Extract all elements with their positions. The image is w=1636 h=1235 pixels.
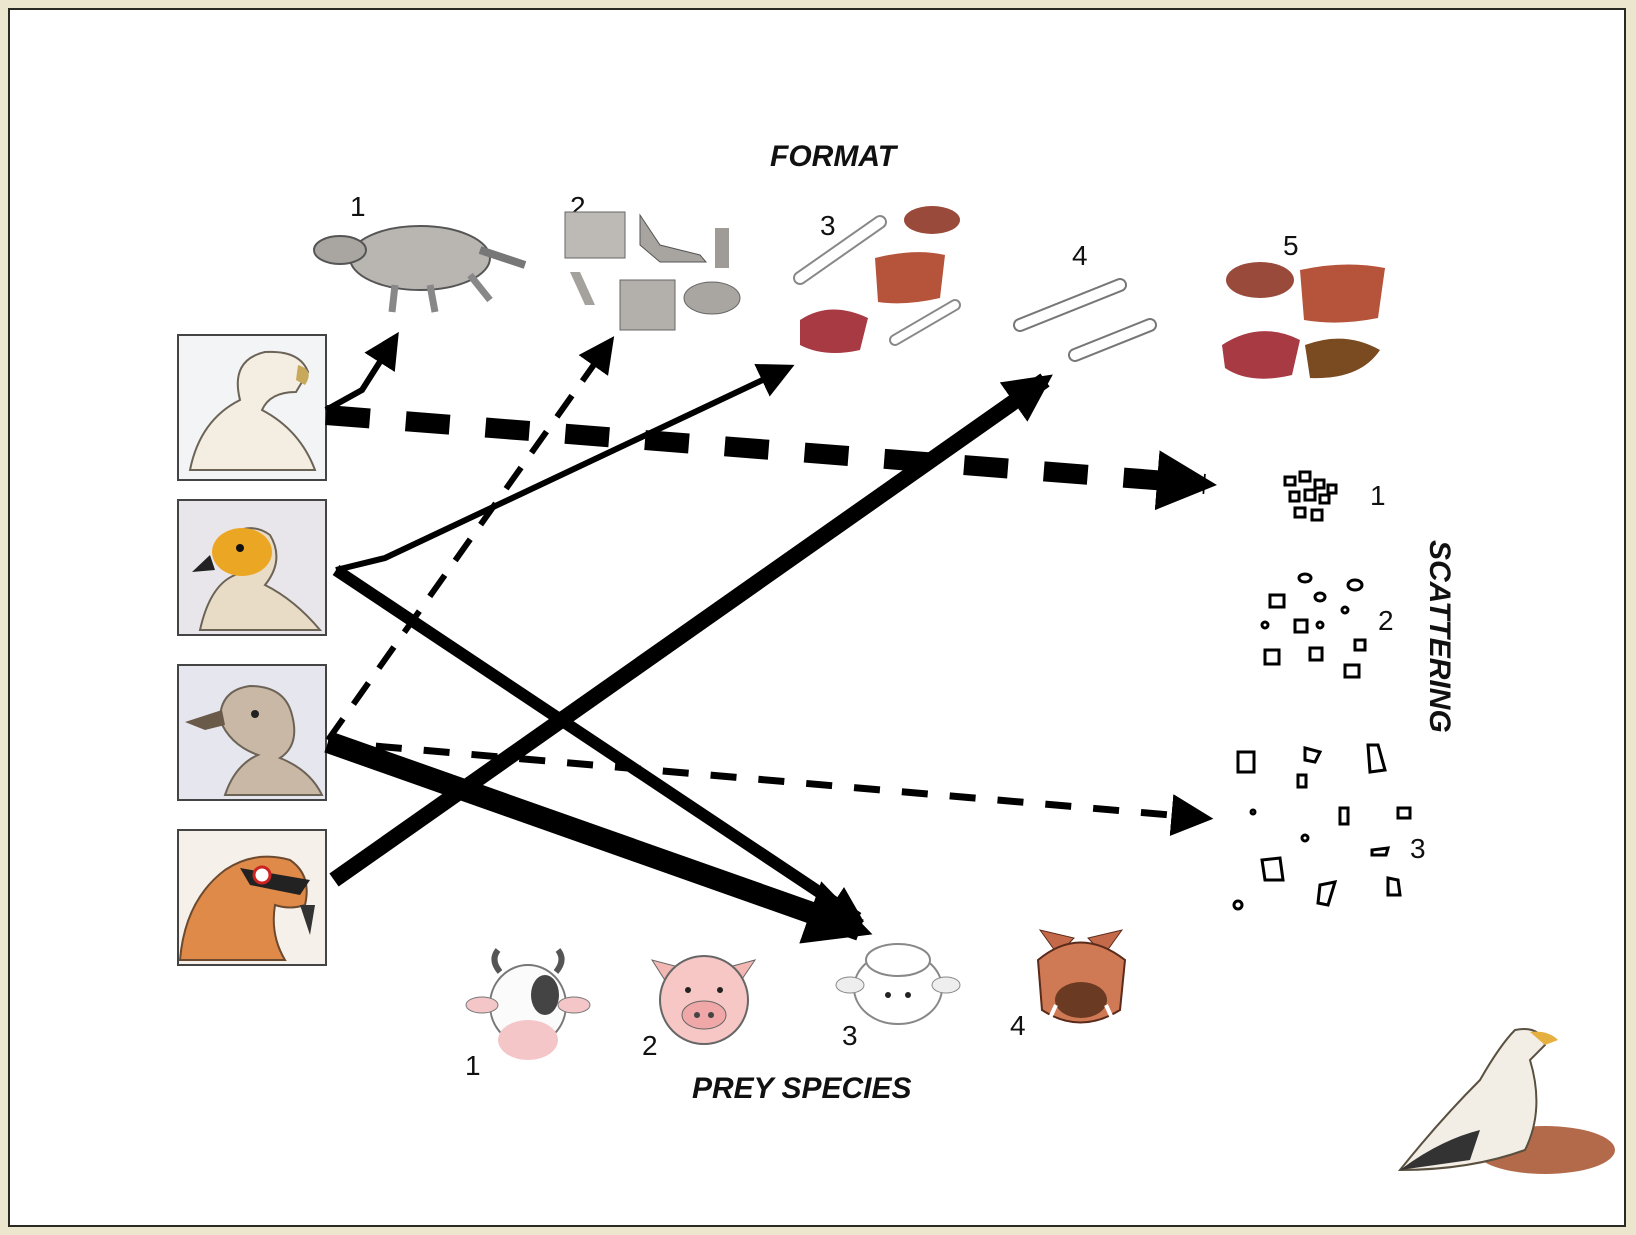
format-item-3: 3 xyxy=(800,206,960,353)
wide-scatter-icon xyxy=(1234,745,1410,909)
prey-species-3: 3 xyxy=(836,944,960,1051)
format-item-5: 5 xyxy=(1222,230,1385,379)
egyptian-vulture-standing-icon xyxy=(1400,1029,1615,1174)
format-item-4: 4 xyxy=(1020,240,1150,355)
bones-icon xyxy=(1020,285,1150,355)
format-heading: FORMAT xyxy=(770,140,899,173)
sheep-icon xyxy=(836,944,960,1024)
prey-number-1: 1 xyxy=(465,1050,481,1081)
prey-number-2: 2 xyxy=(642,1030,658,1061)
prey-species-2: 2 xyxy=(642,956,755,1061)
prey-species-heading: PREY SPECIES xyxy=(692,1072,912,1105)
vulture-portrait-3 xyxy=(178,665,326,800)
vulture-portrait-1 xyxy=(178,335,326,480)
arrow-v3-format2 xyxy=(328,342,610,740)
format-number-1: 1 xyxy=(350,191,366,222)
vulture-portrait-4 xyxy=(178,830,326,965)
meat-and-viscera-icon xyxy=(1222,262,1385,379)
scattering-item-3: 3 xyxy=(1234,745,1426,909)
clustered-pieces-icon xyxy=(1285,472,1336,520)
whole-carcass-icon xyxy=(314,226,525,312)
arrow-v2-format3 xyxy=(336,368,788,570)
medium-scatter-icon xyxy=(1262,574,1365,677)
scattering-number-2: 2 xyxy=(1378,605,1394,636)
prey-species-1: 1 xyxy=(465,950,590,1081)
prey-number-3: 3 xyxy=(842,1020,858,1051)
prey-species-4: 4 xyxy=(1010,930,1125,1041)
scattering-item-1: 1 xyxy=(1285,472,1386,520)
format-number-3: 3 xyxy=(820,210,836,241)
format-item-2: 2 xyxy=(565,191,740,330)
wild-boar-icon xyxy=(1038,930,1125,1023)
cow-icon xyxy=(466,950,590,1060)
relationship-arrows xyxy=(326,338,1205,930)
arrow-v1-scatter1 xyxy=(326,415,1205,484)
pig-icon xyxy=(652,956,755,1044)
scattering-heading: SCATTERING xyxy=(1423,540,1456,733)
arrow-v1-format1 xyxy=(326,338,395,410)
vulture-portrait-2 xyxy=(178,500,326,635)
format-item-1: 1 xyxy=(314,191,525,312)
carcass-pieces-icon xyxy=(565,212,740,330)
scattering-number-3: 3 xyxy=(1410,833,1426,864)
scattering-item-2: 2 xyxy=(1262,574,1394,677)
format-number-5: 5 xyxy=(1283,230,1299,261)
prey-number-4: 4 xyxy=(1010,1010,1026,1041)
scattering-number-1: 1 xyxy=(1370,480,1386,511)
format-number-4: 4 xyxy=(1072,240,1088,271)
